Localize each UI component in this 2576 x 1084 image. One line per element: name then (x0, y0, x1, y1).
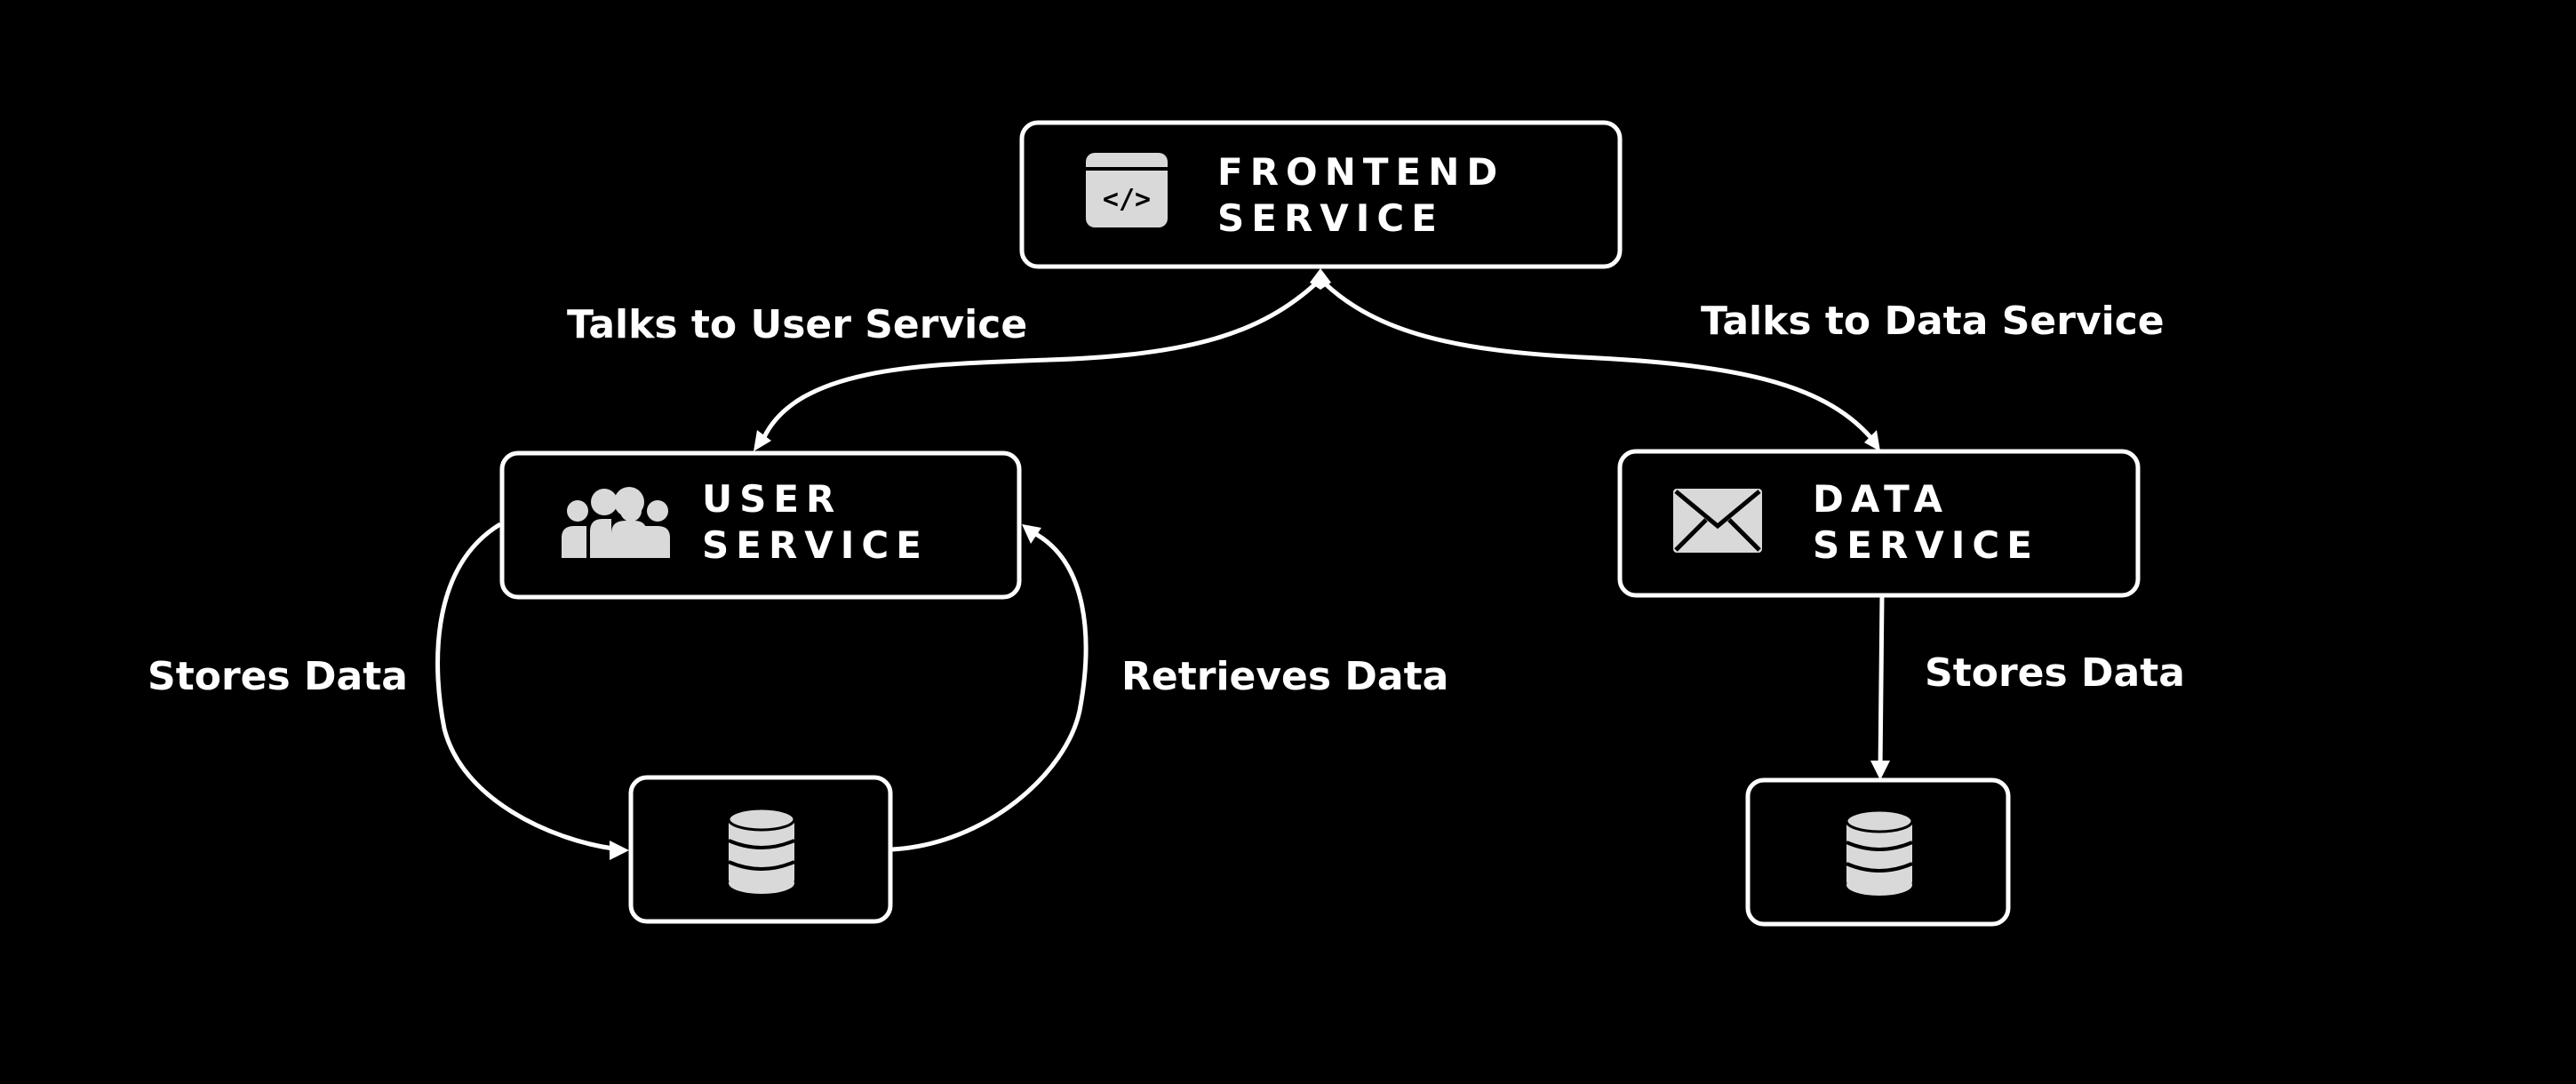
edge-user-retrieves-data-arrowhead (1022, 524, 1041, 544)
node-data-service: DATA SERVICE (1617, 449, 2141, 598)
edge-user-stores-data-arrowhead (610, 841, 629, 860)
edge-data-stores-data-arrowhead (1870, 761, 1890, 780)
users-group-icon (562, 487, 670, 558)
node-user-service: USER SERVICE (499, 450, 1022, 600)
node-frontend-service-title-line2: SERVICE (1217, 196, 1444, 240)
label-talks-to-data-service: Talks to Data Service (1701, 299, 2165, 344)
label-data-stores-data: Stores Data (1925, 650, 2185, 696)
label-user-retrieves-data: Retrieves Data (1121, 654, 1448, 699)
node-frontend-service-box (1019, 120, 1623, 269)
edge-frontend-to-user (762, 281, 1319, 439)
edge-user-stores-data (435, 522, 614, 851)
node-data-service-title-line2: SERVICE (1813, 523, 2039, 567)
edge-user-retrieves-data (891, 529, 1089, 852)
node-frontend-service: </> FRONTEND SERVICE (1019, 120, 1623, 269)
node-data-service-title-line1: DATA (1813, 477, 1950, 521)
database-icon (1845, 809, 1914, 896)
node-data-database (1745, 777, 2011, 927)
svg-text:</>: </> (1103, 184, 1151, 215)
edge-frontend-to-data-arrowhead (1864, 430, 1880, 451)
node-data-service-box (1617, 449, 2141, 598)
edge-frontend-to-user-arrowhead (754, 430, 771, 451)
node-user-service-title-line2: SERVICE (702, 523, 929, 567)
database-icon (727, 807, 796, 894)
edge-frontend-tip-arrowhead (1310, 268, 1331, 290)
node-frontend-service-title-line1: FRONTEND (1217, 150, 1504, 194)
node-user-database (628, 775, 893, 924)
node-user-service-title-line1: USER (702, 477, 841, 521)
envelope-icon (1673, 489, 1762, 553)
code-window-icon: </> (1086, 153, 1168, 227)
label-talks-to-user-service: Talks to User Service (567, 302, 1027, 347)
label-user-stores-data: Stores Data (148, 654, 408, 699)
edge-data-stores-data (1878, 594, 1885, 770)
edge-frontend-to-data (1322, 281, 1872, 439)
